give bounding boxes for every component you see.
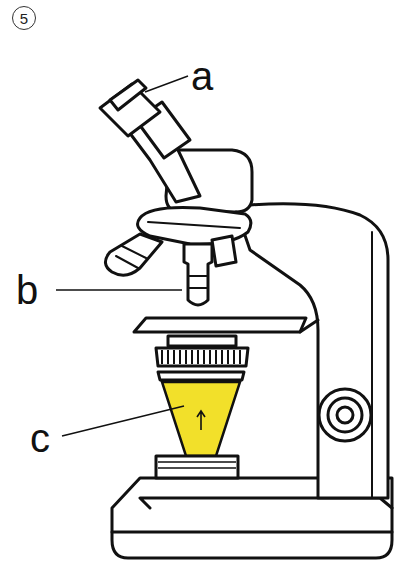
back-objective [212, 236, 236, 266]
condenser-base [158, 372, 244, 380]
side-objective [105, 234, 162, 275]
arm-edge [371, 232, 373, 498]
side-objective-rings [116, 246, 146, 268]
eyepiece-lens [110, 80, 146, 110]
lamp-housing [156, 456, 238, 478]
objective [184, 244, 212, 305]
objective-rings [188, 276, 208, 288]
leader-line [62, 406, 184, 436]
leader-line [145, 76, 188, 92]
part-label: c [30, 418, 50, 458]
nosepiece-ring [148, 222, 240, 228]
condenser-knurl [162, 350, 240, 364]
part-label: a [191, 56, 213, 96]
arm [238, 204, 388, 498]
focus-knob-ring [328, 398, 362, 432]
part-label: b [16, 270, 38, 310]
callout-circle: 5 [12, 6, 36, 30]
stage [134, 318, 306, 332]
light-arrow [197, 411, 205, 430]
condenser-ring [156, 348, 248, 366]
leader-line [56, 289, 182, 291]
light-cone [162, 382, 240, 456]
focus-knob [319, 389, 371, 441]
base-edge [112, 531, 392, 534]
stage-support [300, 320, 318, 332]
focus-knob-center [337, 407, 353, 423]
callout-number: 5 [20, 11, 28, 26]
lamp-lines [158, 462, 236, 468]
condenser-top [168, 336, 236, 346]
